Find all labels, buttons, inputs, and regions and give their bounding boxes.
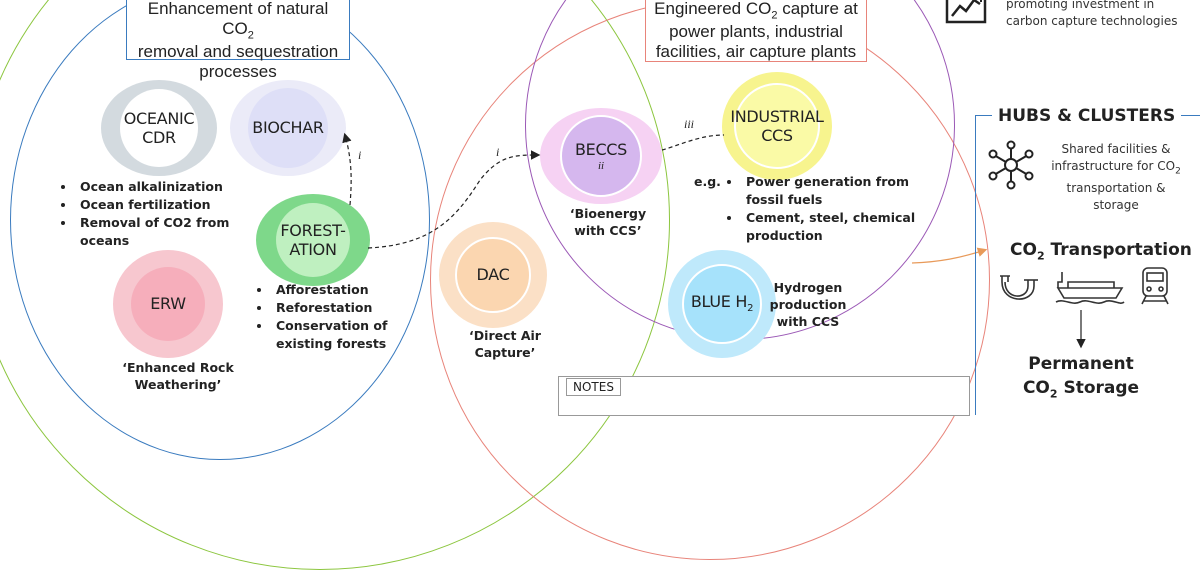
list-item: Afforestation [272,281,402,299]
oceanic-line1: OCEANIC [123,108,195,128]
storage-title-line1: Permanent [1028,354,1134,374]
erw-label: ERW [150,294,186,314]
hubs-title: HUBS & CLUSTERS [992,106,1182,126]
engineered-title-line2: power plants, industrial [669,22,843,42]
beccs-note: ii [597,159,605,172]
storage-title-post: Storage [1057,378,1140,398]
blue-h2-caption-line2: production [769,297,847,312]
beccs-caption: ‘Bioenergy with CCS’ [558,205,658,239]
engineered-title-line1-post: capture at [777,0,858,18]
blue-h2-caption-line1: Hydrogen [773,280,843,295]
erw-node[interactable]: ERW [113,250,223,358]
natural-removal-title-box: Enhancement of natural CO2 removal and s… [126,0,350,81]
list-item: Reforestation [272,299,402,317]
engineered-title-line3: facilities, air capture plants [655,42,857,62]
notes-title: NOTES [566,378,621,396]
list-item: Ocean fertilization [76,196,246,214]
investment-note-line2: carbon capture technologies [1006,14,1178,28]
natural-title-sub: 2 [247,29,254,42]
investment-note-line1: promoting investment in [1006,0,1155,11]
list-item: Power generation from fossil fuels [742,173,922,209]
arrow-beccs-industrial [661,134,725,151]
train-icon [1138,266,1172,306]
hubs-desc-line2: infrastructure for CO [1051,159,1176,173]
network-icon [986,140,1036,190]
arrow-forestation-biochar [342,132,352,206]
chart-up-icon [944,0,988,26]
beccs-label: BECCS [574,140,628,160]
oceanic-cdr-node[interactable]: OCEANIC CDR [101,80,217,176]
industrial-ccs-node[interactable]: INDUSTRIAL CCS [722,72,832,180]
beccs-caption-line2: with CCS’ [574,223,642,238]
engineered-title-line1: Engineered CO [654,0,772,18]
transport-title-pre: CO [1010,240,1037,260]
hubs-desc-line3: transportation & [1066,181,1166,196]
blue-h2-label: BLUE H [690,292,748,312]
engineered-capture-title-box: Engineered CO2 capture at power plants, … [645,0,867,62]
arrow-label-beccs-industrial: iii [684,117,695,131]
biochar-label: BIOCHAR [252,118,324,138]
blue-h2-caption: Hydrogen production with CCS [768,279,848,330]
beccs-caption-line1: ‘Bioenergy [569,206,647,221]
blue-h2-sub: 2 [747,303,754,315]
blue-h2-caption-line3: with CCS [776,314,840,329]
connector-arrows [342,132,1086,349]
dac-node[interactable]: DAC [439,222,547,328]
list-item: Conservation of existing forests [272,317,402,353]
dac-caption-line2: Capture’ [474,345,536,360]
storage-title-pre: CO [1022,378,1050,398]
engineered-title-sub: 2 [771,9,778,22]
oceanic-methods-list: Ocean alkalinization Ocean fertilization… [56,178,246,250]
erw-caption-line1: ‘Enhanced Rock [122,360,234,375]
list-item: Cement, steel, chemical production [742,209,922,245]
dac-caption: ‘Direct Air Capture’ [455,327,555,361]
oceanic-line2: CDR [142,128,176,147]
industrial-line2: CCS [761,126,793,145]
natural-title-line3: processes [199,62,277,82]
industrial-line1: INDUSTRIAL [730,106,824,126]
dac-label: DAC [476,265,510,285]
list-item: Removal of CO2 from oceans [76,214,246,250]
forestation-line2: ATION [289,240,337,259]
arrow-label-forest-biochar: i [358,148,362,162]
eg-label: e.g. [694,174,721,189]
dac-caption-line1: ‘Direct Air [469,328,541,343]
pipeline-icon [998,272,1042,304]
storage-title-sub: 2 [1049,387,1058,401]
biochar-node[interactable]: BIOCHAR [230,80,346,176]
hubs-desc-sub: 2 [1175,166,1181,177]
hubs-desc-line1: Shared facilities & [1061,142,1171,156]
permanent-storage-title: Permanent CO2 Storage [1010,352,1152,406]
hubs-description: Shared facilities & infrastructure for C… [1036,141,1196,214]
ship-icon [1054,268,1126,306]
transport-title-post: Transportation [1044,240,1192,260]
natural-title-line1: Enhancement of natural CO [147,0,329,39]
erw-caption: ‘Enhanced Rock Weathering’ [110,359,246,393]
forestation-line1: FOREST- [280,220,346,240]
natural-title-line2: removal and sequestration [137,42,339,62]
blue-h2-node[interactable]: BLUE H2 [668,250,776,358]
forestation-methods-list: Afforestation Reforestation Conservation… [252,281,402,353]
hubs-panel-bracket [975,112,983,114]
list-item: Ocean alkalinization [76,178,246,196]
arrow-to-transportation [911,247,988,264]
arrow-label-forest-beccs: i [496,145,500,159]
industrial-examples-list: Power generation from fossil fuels Cemen… [722,173,922,245]
arrow-forestation-beccs [367,150,541,249]
beccs-node[interactable]: BECCS ii [540,108,662,204]
erw-caption-line2: Weathering’ [134,377,222,392]
co2-transportation-title: CO2 Transportation [1010,240,1192,262]
investment-note: promoting investment in carbon capture t… [1006,0,1196,30]
transport-title-sub: 2 [1036,249,1045,263]
forestation-node[interactable]: FOREST- ATION [256,194,370,286]
hubs-desc-line4: storage [1093,198,1139,213]
